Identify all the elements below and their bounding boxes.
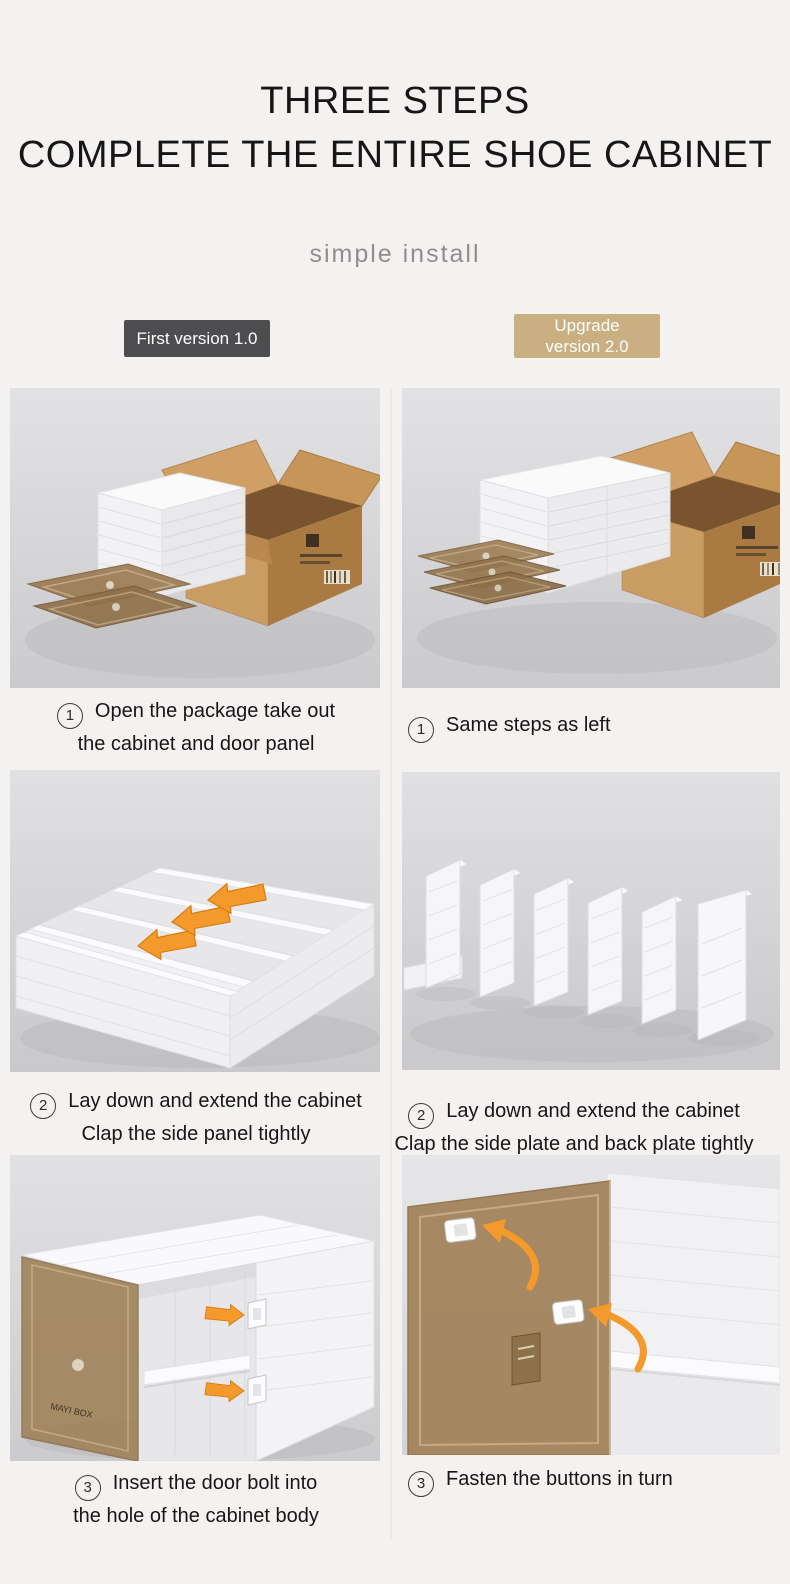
- fastener-button: [551, 1299, 585, 1325]
- illustration-extend-v1: [10, 770, 380, 1072]
- caption-text: Insert the door bolt into: [112, 1472, 318, 1494]
- step-number-badge: 3: [408, 1471, 434, 1497]
- page-subtitle: simple install: [309, 240, 481, 268]
- page-title-line1: THREE STEPS: [260, 80, 530, 122]
- caption-line2: Clap the side plate and back plate tight…: [394, 1133, 754, 1155]
- caption-line2: Clap the side panel tightly: [81, 1123, 311, 1145]
- caption-text: Lay down and extend the cabinet: [68, 1090, 362, 1112]
- door-panel-closeup: [407, 1180, 611, 1455]
- photo-v1-step1: [10, 388, 380, 688]
- badge-version-1-label: First version 1.0: [136, 329, 258, 348]
- caption-v1-step3: 3 Insert the door bolt into the hole of t…: [10, 1468, 382, 1531]
- badge-version-2: Upgrade version 2.0: [514, 314, 660, 358]
- step-number-badge: 3: [74, 1475, 101, 1501]
- caption-line2: the hole of the cabinet body: [73, 1505, 319, 1527]
- caption-text: Lay down and extend the cabinet: [446, 1100, 740, 1122]
- caption-v1-step1: 1 Open the package take out the cabinet a…: [10, 696, 382, 759]
- step-number-badge: 1: [408, 717, 434, 743]
- step-number-badge: 1: [56, 703, 83, 729]
- caption-v2-step1: 1 Same steps as left: [408, 710, 611, 743]
- extended-cabinet-body: [14, 867, 376, 1069]
- open-door-panel: MAYI BOX: [21, 1256, 139, 1461]
- page-title-line2: COMPLETE THE ENTIRE SHOE CABINET: [17, 134, 773, 176]
- caption-v1-step2: 2 Lay down and extend the cabinet Clap th…: [10, 1086, 382, 1149]
- door-panels: [417, 539, 567, 605]
- illustration-fasten-buttons-v2: [402, 1155, 780, 1455]
- illustration-open-package-v2: [402, 388, 780, 688]
- caption-line1: 3 Insert the door bolt into: [10, 1468, 382, 1501]
- orange-curved-arrow-icon: [588, 1303, 647, 1373]
- caption-text: Fasten the buttons in turn: [446, 1468, 673, 1490]
- fastener-button: [443, 1217, 477, 1243]
- step-number-badge: 2: [408, 1103, 435, 1129]
- orange-arrow-icon: [136, 928, 197, 961]
- door-bolt-latch: [247, 1298, 267, 1406]
- column-divider: [390, 388, 392, 1540]
- cabinet-interior: [606, 1172, 780, 1455]
- caption-v2-step2: 2 Lay down and extend the cabinet Clap th…: [358, 1096, 790, 1159]
- orange-arrow-icon: [206, 882, 267, 915]
- photo-v2-step1: [402, 388, 780, 688]
- orange-arrow-icon: [204, 1303, 245, 1327]
- caption-line1: 1 Open the package take out: [10, 696, 382, 729]
- caption-line2: the cabinet and door panel: [77, 733, 315, 755]
- orange-arrow-icon: [170, 904, 231, 937]
- caption-v2-step3: 3 Fasten the buttons in turn: [408, 1464, 673, 1497]
- orange-arrow-icon: [204, 1379, 245, 1403]
- badge-version-2-line1: Upgrade: [554, 316, 620, 335]
- photo-v1-step2: [10, 770, 380, 1072]
- illustration-open-package-v1: [10, 388, 380, 688]
- caption-line1: 2 Lay down and extend the cabinet: [10, 1086, 382, 1119]
- badge-version-1: First version 1.0: [124, 320, 270, 357]
- cabinet-body: [21, 1214, 375, 1461]
- step-number-badge: 2: [30, 1093, 57, 1119]
- photo-v2-step2: [402, 772, 780, 1070]
- orange-curved-arrow-icon: [482, 1219, 540, 1291]
- caption-text: Open the package take out: [94, 700, 336, 722]
- illustration-door-bolt-v1: MAYI BOX: [10, 1155, 380, 1461]
- illustration-extend-v2: [402, 772, 780, 1070]
- accordion-panels: [403, 859, 760, 1046]
- photo-v1-step3: MAYI BOX: [10, 1155, 380, 1461]
- caption-text: Same steps as left: [446, 714, 611, 736]
- caption-line1: 2 Lay down and extend the cabinet: [358, 1096, 790, 1129]
- door-handle: [511, 1332, 541, 1386]
- door-panels: [26, 563, 198, 629]
- photo-v2-step3: [402, 1155, 780, 1455]
- badge-version-2-line2: version 2.0: [545, 337, 629, 356]
